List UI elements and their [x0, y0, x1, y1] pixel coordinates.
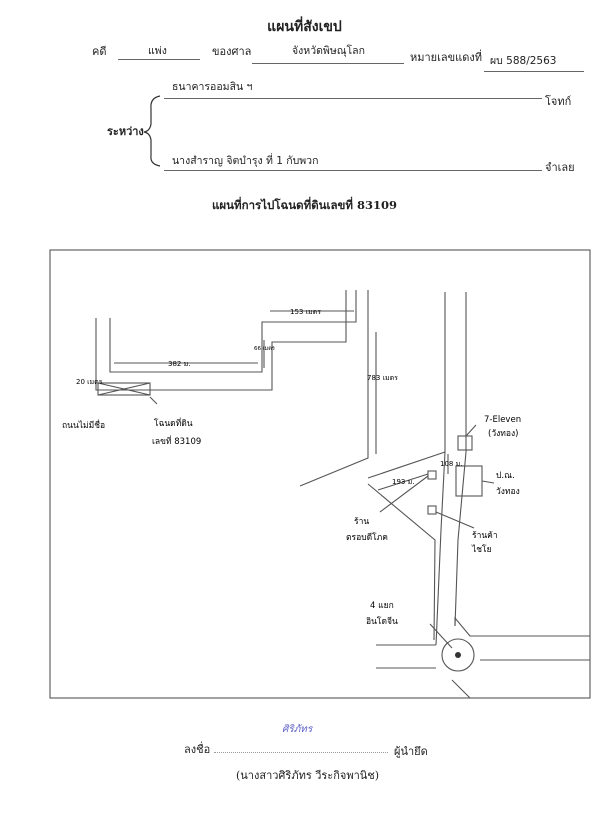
- road-main-left: [299, 290, 369, 487]
- road-branch-bottom: [367, 483, 436, 641]
- shop-right-box: [427, 505, 437, 515]
- leader-shop-right: [435, 511, 475, 529]
- land-plot: [97, 382, 151, 396]
- leader-intersection: [429, 623, 453, 649]
- label-dist-108: 108 ม.: [440, 460, 462, 468]
- label-dist-20: 20 เมตร: [76, 378, 103, 386]
- label-intersection-2: อินโดจีน: [366, 616, 398, 627]
- leader-post-office: [481, 480, 495, 484]
- label-land-1: โฉนดที่ดิน: [154, 417, 193, 429]
- case-no-value: ผบ 588/2563: [490, 55, 557, 67]
- label-post-office-1: ป.ณ.: [496, 471, 515, 481]
- label-post-office-2: วังทอง: [496, 487, 520, 497]
- land-plot-hatch: [97, 382, 151, 396]
- case-label: คดี: [92, 45, 107, 58]
- plaintiff-role: โจทก์: [545, 95, 572, 108]
- court-label: ของศาล: [212, 45, 252, 58]
- label-road: ถนนไม่มีชื่อ: [62, 419, 105, 431]
- road-upper-inner: [109, 290, 357, 373]
- seizer-label: ผู้นำยึด: [394, 745, 428, 758]
- label-shop-right-2: ไชโย: [471, 544, 492, 555]
- road-main-right-upper: [435, 292, 446, 646]
- defendant-role: จำเลย: [545, 161, 575, 174]
- seven-eleven-box: [457, 435, 473, 451]
- case-no-label: หมายเลขแดงที่: [410, 51, 482, 64]
- leader-land: [149, 396, 158, 405]
- shop-left-box: [427, 470, 437, 480]
- label-shop-right-1: ร้านค้า: [472, 530, 498, 541]
- signature-line: [214, 752, 388, 753]
- case-underline: [118, 59, 200, 60]
- road-branch-top: [367, 451, 446, 479]
- court-value: จังหวัดพิษณุโลก: [292, 45, 365, 57]
- road-cross-down: [451, 679, 471, 699]
- label-shop-left-2: ตรอบดีโภค: [346, 532, 388, 543]
- leader-seven-eleven: [465, 424, 477, 437]
- label-seven-eleven-1: 7-Eleven: [484, 415, 521, 425]
- defendant-name: นางสำราญ จิตบำรุง ที่ 1 กับพวก: [172, 155, 319, 167]
- between-label: ระหว่าง: [107, 125, 144, 138]
- signer-name: (นางสาวศิริภัทร วีระกิจพานิช): [236, 769, 380, 782]
- map-frame: [49, 249, 591, 699]
- label-land-2: เลขที่ 83109: [152, 435, 201, 447]
- label-dist-153: 153 เมตร: [290, 308, 321, 316]
- label-dist-783: 783 เมตร: [367, 374, 398, 382]
- post-office-box: [455, 465, 483, 497]
- plaintiff-name: ธนาคารออมสิน ฯ: [172, 81, 253, 93]
- map-title: แผนที่การไปโฉนดที่ดินเลขที่ 83109: [212, 198, 397, 212]
- roundabout-center: [455, 652, 461, 658]
- road-upper-outer: [95, 290, 347, 391]
- label-seven-eleven-2: (วังทอง): [488, 429, 518, 439]
- label-dist-66: 66 เมตร: [254, 346, 275, 352]
- case-value: แพ่ง: [148, 45, 167, 57]
- signature: ศิริภัทร: [282, 724, 313, 735]
- leader-shop-left: [379, 475, 429, 513]
- case-no-underline: [484, 71, 584, 72]
- label-dist-382: 382 ม.: [168, 360, 190, 368]
- defendant-underline: [164, 170, 542, 171]
- road-main-right: [454, 292, 467, 627]
- court-underline: [252, 63, 404, 64]
- dim-193: [377, 473, 429, 491]
- label-dist-193: 193 ม.: [392, 478, 414, 486]
- sign-label: ลงชื่อ: [184, 743, 211, 756]
- label-shop-left-1: ร้าน: [354, 516, 369, 527]
- page-title: แผนที่สังเขป: [267, 19, 342, 35]
- plaintiff-underline: [164, 98, 542, 99]
- roundabout: [441, 638, 475, 672]
- label-intersection-1: 4 แยก: [370, 601, 394, 611]
- road-cross-right-top: [454, 616, 590, 637]
